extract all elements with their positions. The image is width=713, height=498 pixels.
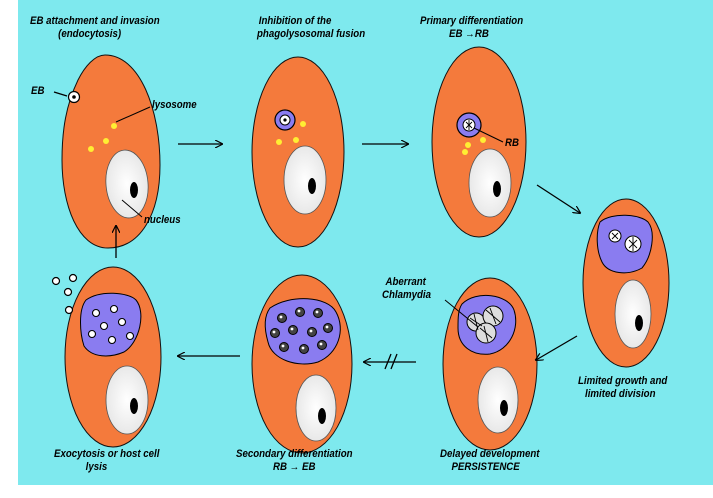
- lysosome-dot: [465, 142, 471, 148]
- nucleus-label: nucleus: [144, 214, 181, 227]
- cell-4-nucleus: [615, 280, 651, 348]
- step-7-title: Exocytosis or host cell lysis: [54, 448, 159, 474]
- arrow-4-to-5: [536, 336, 577, 360]
- aberrant-chlamydia-label: Aberrant Chlamydia: [382, 276, 431, 302]
- lysosome-dot: [480, 137, 486, 143]
- step-5-title: Delayed development PERSISTENCE: [440, 448, 540, 474]
- rb-label: RB: [505, 137, 519, 150]
- step-1-title: EB attachment and invasion (endocytosis): [30, 15, 160, 41]
- cell-5-nucleus: [478, 367, 518, 433]
- cell-2-inhibition: [252, 57, 344, 247]
- cell-7-nucleus: [106, 366, 148, 434]
- lysosome-dot: [293, 137, 299, 143]
- cell-5-persistence: [443, 278, 537, 450]
- cell-2-nucleus: [284, 146, 326, 214]
- lysosome-dot: [300, 121, 306, 127]
- lysosome-label: lysosome: [152, 99, 197, 112]
- step-6-title: Secondary differentiation RB → EB: [236, 448, 353, 474]
- cell-1-nucleolus: [130, 182, 138, 198]
- lysosome-dot: [103, 138, 109, 144]
- cell-6-secondary-differentiation: [252, 275, 352, 453]
- cell-3-nucleus: [469, 149, 511, 217]
- eb-label: EB: [31, 85, 44, 98]
- step-2-title: Inhibition of the phagolysosomal fusion: [257, 15, 365, 41]
- step-4-title: Limited growth and limited division: [578, 375, 667, 401]
- lysosome-dot: [111, 123, 117, 129]
- lysosome-dot: [276, 139, 282, 145]
- step-3-title: Primary differentiation EB →RB: [420, 15, 523, 41]
- lysosome-dot: [462, 149, 468, 155]
- cell-4-limited-growth: [583, 199, 669, 367]
- lysosome-dot: [88, 146, 94, 152]
- cell-7-exocytosis: [53, 267, 162, 447]
- eb-pointer-line: [54, 92, 67, 96]
- cell-6-nucleus: [296, 375, 336, 441]
- arrow-3-to-4: [537, 185, 580, 213]
